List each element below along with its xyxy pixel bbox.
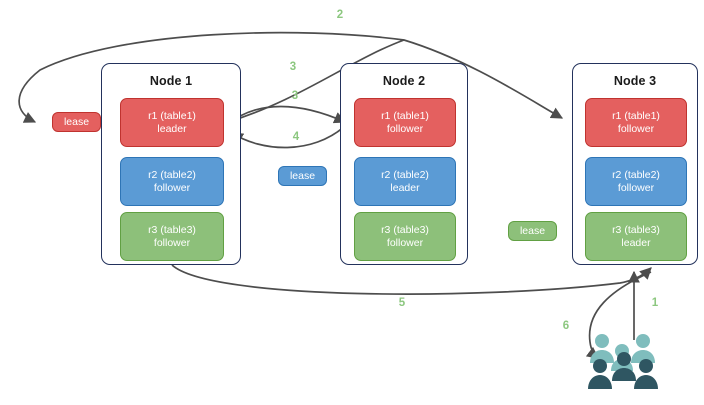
lease-badge-blue[interactable]: lease	[278, 166, 327, 186]
replica-role: leader	[157, 122, 187, 135]
lease-badge-red[interactable]: lease	[52, 112, 101, 132]
replica-name: r1 (table1)	[148, 109, 196, 122]
replica-r3[interactable]: r3 (table3) leader	[585, 212, 687, 261]
users-icon	[588, 333, 660, 391]
replica-name: r2 (table2)	[612, 168, 660, 181]
node-title: Node 3	[613, 74, 657, 88]
edge-label-4: 4	[292, 131, 300, 143]
edge-label-3-upper: 3	[289, 61, 297, 73]
replica-name: r1 (table1)	[612, 109, 660, 122]
edge-label-3-lower: 3	[291, 90, 299, 102]
replica-name: r2 (table2)	[148, 168, 196, 181]
replica-role: leader	[390, 181, 420, 194]
node-title: Node 1	[149, 74, 193, 88]
replica-r3[interactable]: r3 (table3) follower	[120, 212, 224, 261]
replica-r1[interactable]: r1 (table1) follower	[585, 98, 687, 147]
node-title: Node 2	[382, 74, 426, 88]
edge-label-5: 5	[398, 297, 406, 309]
user-figure-back-left	[590, 334, 614, 363]
edge-3-short-path	[227, 105, 347, 125]
user-figure-front-left	[588, 359, 612, 389]
node-container-1[interactable]: Node 1 r1 (table1) leader r2 (table2) fo…	[101, 63, 241, 265]
replica-role: follower	[386, 236, 424, 249]
replica-role: follower	[153, 181, 191, 194]
replica-name: r3 (table3)	[381, 223, 429, 236]
replica-r2[interactable]: r2 (table2) leader	[354, 157, 456, 206]
replica-name: r3 (table3)	[612, 223, 660, 236]
replica-r2[interactable]: r2 (table2) follower	[120, 157, 224, 206]
user-figure-front-center	[612, 352, 636, 381]
replica-r1[interactable]: r1 (table1) follower	[354, 98, 456, 147]
edge-label-1: 1	[651, 297, 659, 309]
user-figure-front-right	[634, 359, 658, 389]
replica-r1[interactable]: r1 (table1) leader	[120, 98, 224, 147]
replica-role: leader	[621, 236, 651, 249]
lease-badge-green[interactable]: lease	[508, 221, 557, 241]
replica-role: follower	[153, 236, 191, 249]
replica-role: follower	[386, 122, 424, 135]
node-container-3[interactable]: Node 3 r1 (table1) follower r2 (table2) …	[572, 63, 698, 265]
user-figure-back-right	[631, 334, 655, 363]
replica-role: follower	[617, 181, 655, 194]
replica-role: follower	[617, 122, 655, 135]
node-container-2[interactable]: Node 2 r1 (table1) follower r2 (table2) …	[340, 63, 468, 265]
replica-r3[interactable]: r3 (table3) follower	[354, 212, 456, 261]
edge-5-path	[171, 264, 652, 295]
replica-r2[interactable]: r2 (table2) follower	[585, 157, 687, 206]
edge-label-2: 2	[336, 9, 344, 21]
replica-name: r3 (table3)	[148, 223, 196, 236]
edge-label-6: 6	[562, 320, 570, 332]
replica-name: r1 (table1)	[381, 109, 429, 122]
replica-name: r2 (table2)	[381, 168, 429, 181]
